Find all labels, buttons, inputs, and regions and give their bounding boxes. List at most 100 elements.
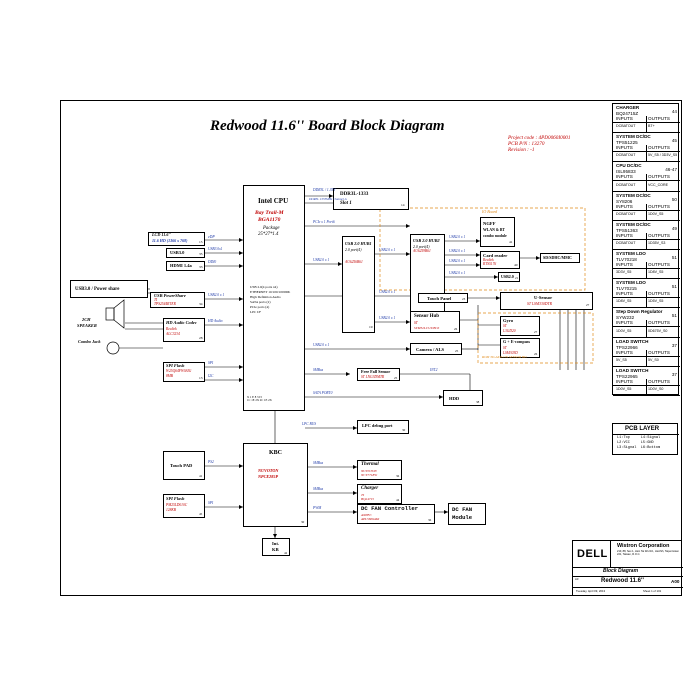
power-row-divider: [613, 326, 680, 327]
gyro-l1: Gyro: [503, 318, 514, 323]
touchpad-label: Touch PAD: [170, 463, 193, 468]
power-row-divider: [613, 122, 680, 123]
internal-keyboard-block: Int. KB 42: [262, 538, 290, 556]
touch-pad-block: Touch PAD 41: [163, 451, 205, 480]
cpu-feat-0: USB 2.0(4 ports x4): [250, 285, 278, 289]
power-row-input: 3D3V_S5: [616, 270, 632, 275]
usbps-page: 34: [199, 302, 203, 306]
sensor-hub-block: Sensor Hub ST STM32L151UBC6 26: [410, 311, 460, 333]
intel-cpu-block: Intel CPU Bay Trail-M BGA1170 Package 25…: [243, 185, 305, 411]
power-row-inputs-header: INPUTS: [616, 349, 633, 355]
ffs-l1: Free Fall Sensor: [361, 369, 391, 374]
tb-divider-1: [573, 567, 683, 568]
power-row-vdivider: [646, 145, 647, 163]
usb-powershare-block: USB PowerShare TI TPS2544RTER 34: [150, 292, 205, 308]
power-row-page: 50: [671, 196, 677, 202]
ngff-l3: combo module: [483, 234, 507, 238]
power-row-page: 37: [671, 371, 677, 377]
power-row-part: ISL95833: [616, 169, 636, 175]
fanmod-l1: DC FAN: [452, 506, 473, 513]
power-row-outputs-header: OUTPUTS: [648, 203, 670, 209]
cpu-name: Intel CPU: [258, 197, 289, 205]
spi-flash-bios-block: SPI Flash W25Q64FWSSIG 8MB 13: [163, 362, 205, 382]
power-row-page: 44: [671, 109, 677, 114]
project-code: Project code : 4PD0060I0001: [508, 135, 571, 141]
ussensor-page: 27: [586, 303, 590, 307]
bus-spi: SPI: [208, 361, 214, 365]
tb-doc: Redwood 11.6'': [601, 578, 644, 584]
usb2io-page: 21: [515, 276, 519, 280]
card-l1: Card reader: [483, 253, 508, 258]
gmag-page: 26: [534, 352, 538, 356]
card-l3: RTS5176: [483, 262, 497, 266]
tb-sheet: Sheet 1 of 101: [643, 589, 662, 593]
power-row-output: 1D0V_S5: [648, 211, 664, 216]
power-row-divider: [613, 384, 680, 386]
free-fall-sensor-block: Free Fall Sensor ST LNG3DMTR 25: [357, 368, 400, 381]
power-row-input: 1D0V_S5: [616, 386, 632, 391]
power-row-vdivider: [646, 174, 647, 192]
bus-usb2-card: USB2.0 x 1: [449, 249, 466, 253]
power-row-inputs-header: INPUTS: [616, 232, 633, 238]
io-board-label: IO Board: [482, 209, 498, 214]
kbc-l2: NUVOTON: [258, 468, 279, 473]
bus-smbus: SMBus: [313, 368, 324, 372]
usb3-connector-block: USB3.0 35: [166, 248, 205, 258]
kbc-l3: NPCE285P: [258, 474, 279, 479]
usb3ps-label: USB3.0 / Power share: [75, 287, 120, 292]
power-row-inputs-header: INPUTS: [616, 203, 633, 209]
gmag-l2: ST: [503, 346, 507, 350]
touchpanel-label: Touch Panel: [427, 296, 452, 301]
power-row-part: TLV70218: [616, 257, 637, 262]
lcd-l2: 11.6 HD (1366 x 768): [152, 238, 188, 243]
bus-usb2-hub2: USB2.0 x 1: [379, 248, 396, 252]
cpu-feat-3: SATA ports (2): [250, 300, 271, 304]
lcd-page: 15: [199, 240, 203, 244]
combo-jack-label: Combo Jack: [78, 339, 101, 344]
sd-slot-block: SD/SDHC/MMC: [540, 253, 580, 263]
gyro-page: 27: [534, 330, 538, 334]
power-row-name: SYSTEM LDO: [616, 251, 646, 256]
ussensor-label: U-Sensor: [534, 295, 553, 300]
power-row-inputs-header: INPUTS: [616, 145, 633, 151]
card-page: 40: [514, 263, 518, 267]
power-row-page: 46-47: [665, 167, 677, 173]
gyro-block: Gyro ST L3GD20 27: [500, 316, 540, 336]
power-row-input: DCBATOUT: [616, 153, 636, 158]
hub2-l3: AU6259B61: [413, 249, 431, 253]
lpcdbg-page: 30: [402, 428, 406, 432]
power-row-vdivider: [646, 349, 647, 367]
revision: Revision : -1: [508, 147, 535, 153]
ffs-l2: ST LNG3DMTR: [361, 375, 385, 379]
hd-audio-codec-block: HD Audio Codec Realtek ALC3234 28: [163, 318, 205, 342]
power-row-vdivider: [646, 378, 647, 396]
diagram-title: Redwood 11.6'' Board Block Diagram: [210, 118, 445, 134]
cpu-feat-2: High Definition Audio: [250, 295, 281, 299]
power-row-name: SYSTEM DC/DC: [616, 134, 651, 140]
ffs-page: 25: [394, 376, 398, 380]
bus-usb2-sensorhub: USB2.0 x 1: [379, 316, 396, 320]
cpu-pins: X 1 E 8 3 I3 1C 1E 2X 2C 1E 2X: [247, 395, 272, 403]
power-row-divider: [613, 209, 680, 211]
cpu-part: BGA1170: [258, 217, 281, 223]
hdmi-block: HDMI 1.4a 33: [166, 261, 205, 271]
charger-block: Charger TI BQ24715 44: [357, 484, 402, 504]
pcb-row-2: L3:Signal L6:Bottom: [617, 446, 661, 450]
power-row-divider: [613, 355, 680, 357]
power-row-input: DCBATOUT: [616, 182, 636, 187]
logo-cell: DELL: [573, 541, 611, 567]
power-row-output: 5V_S0: [648, 357, 659, 362]
power-row-part: BQ24715Z: [616, 111, 639, 116]
power-row-name: Step Down Regulator: [616, 309, 663, 315]
power-row-inputs-header: INPUTS: [616, 291, 633, 297]
sensorhub-l1: Sensor Hub: [414, 314, 440, 319]
spi2-l3: 128KB: [166, 508, 176, 512]
usbps-l3: TPS2544RTER: [154, 302, 176, 306]
gmag-l3: LSM303D: [503, 351, 518, 355]
hub1-page: 19: [369, 325, 373, 329]
audio-page: 28: [199, 336, 203, 340]
power-row-output: 5V_S5 / 3D3V_S5: [648, 153, 678, 158]
